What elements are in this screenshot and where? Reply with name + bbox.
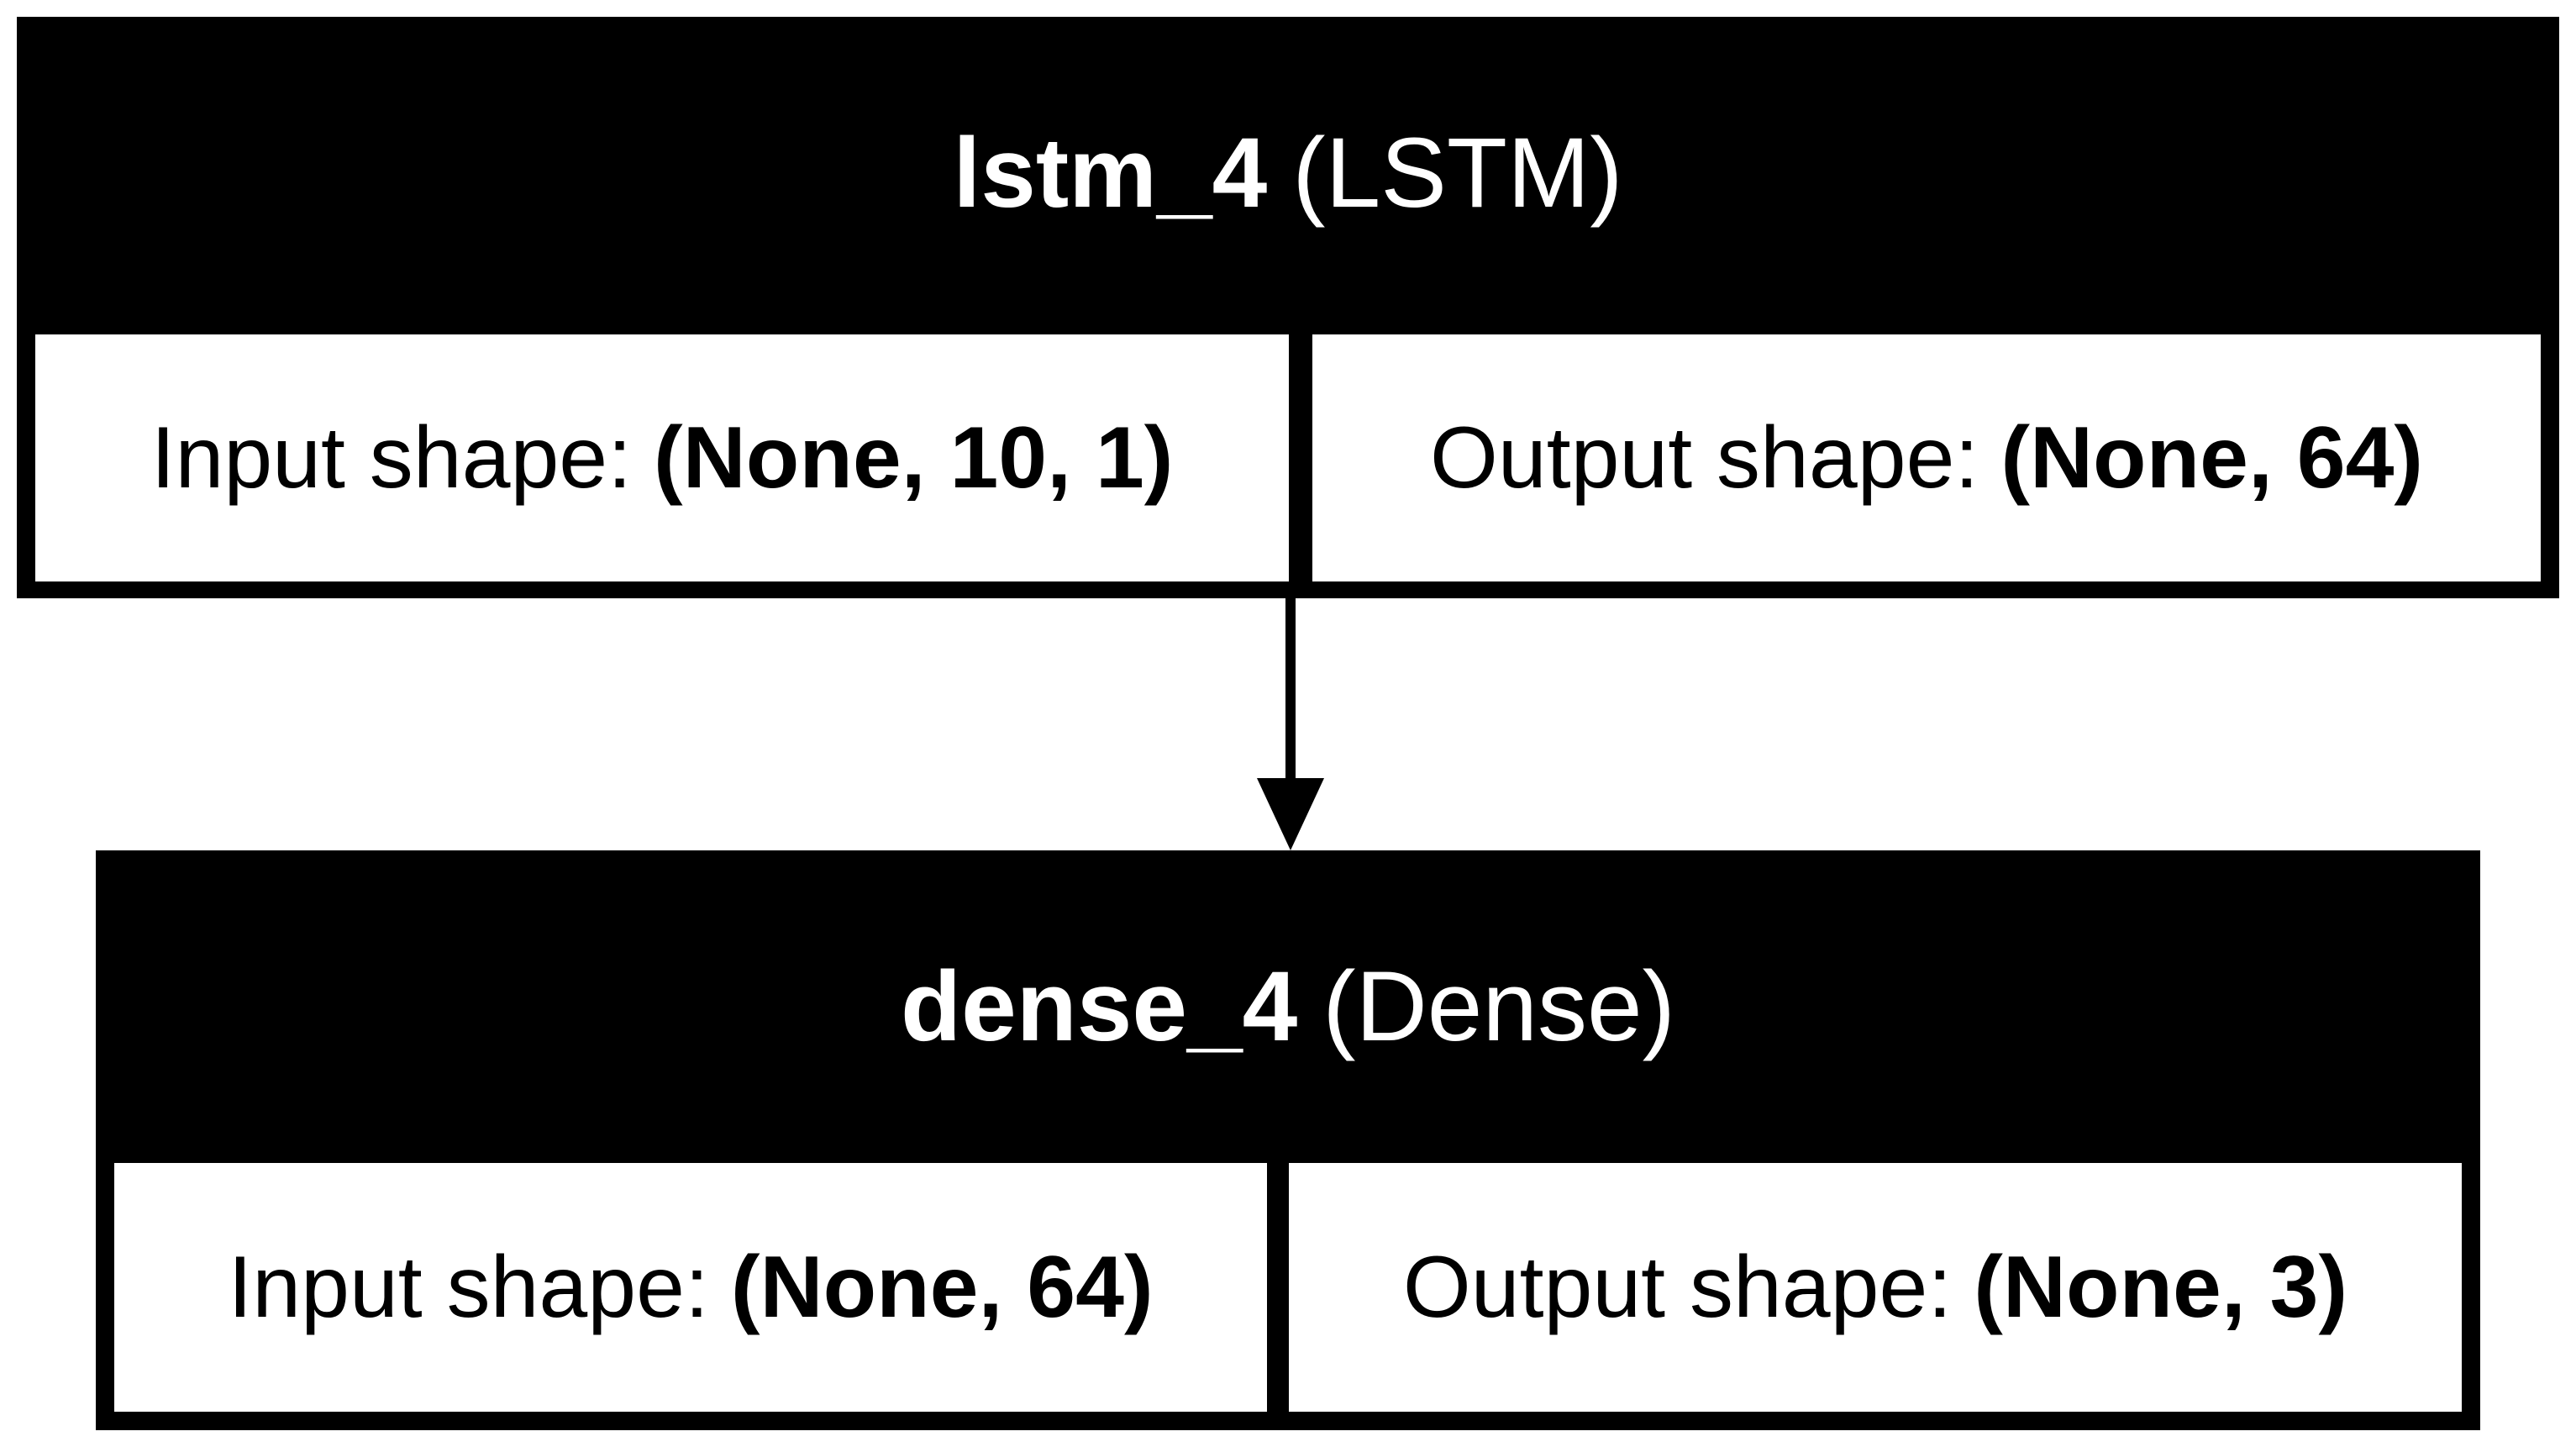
- input-shape-value: (None, 64): [730, 1238, 1154, 1336]
- input-shape-cell: Input shape: (None, 10, 1): [35, 334, 1289, 581]
- layer-name: dense_4: [901, 951, 1298, 1062]
- node-lstm-4: lstm_4 (LSTM) Input shape: (None, 10, 1)…: [17, 17, 2559, 598]
- layer-type: (LSTM): [1292, 118, 1623, 229]
- layer-name: lstm_4: [953, 118, 1268, 229]
- layer-type: (Dense): [1322, 951, 1675, 1062]
- output-shape-label: Output shape:: [1429, 408, 1979, 507]
- input-shape-cell: Input shape: (None, 64): [114, 1163, 1267, 1412]
- input-shape-label: Input shape:: [228, 1238, 709, 1336]
- output-shape-value: (None, 3): [1974, 1238, 2348, 1336]
- node-header: lstm_4 (LSTM): [17, 17, 2559, 329]
- node-header: dense_4 (Dense): [96, 850, 2480, 1163]
- output-shape-label: Output shape:: [1402, 1238, 1953, 1336]
- output-shape-cell: Output shape: (None, 3): [1289, 1163, 2462, 1412]
- node-dense-4: dense_4 (Dense) Input shape: (None, 64) …: [96, 850, 2480, 1430]
- arrowhead-icon: [1257, 778, 1324, 850]
- input-shape-value: (None, 10, 1): [654, 408, 1174, 507]
- input-shape-label: Input shape:: [150, 408, 633, 507]
- output-shape-cell: Output shape: (None, 64): [1312, 334, 2541, 581]
- output-shape-value: (None, 64): [2000, 408, 2424, 507]
